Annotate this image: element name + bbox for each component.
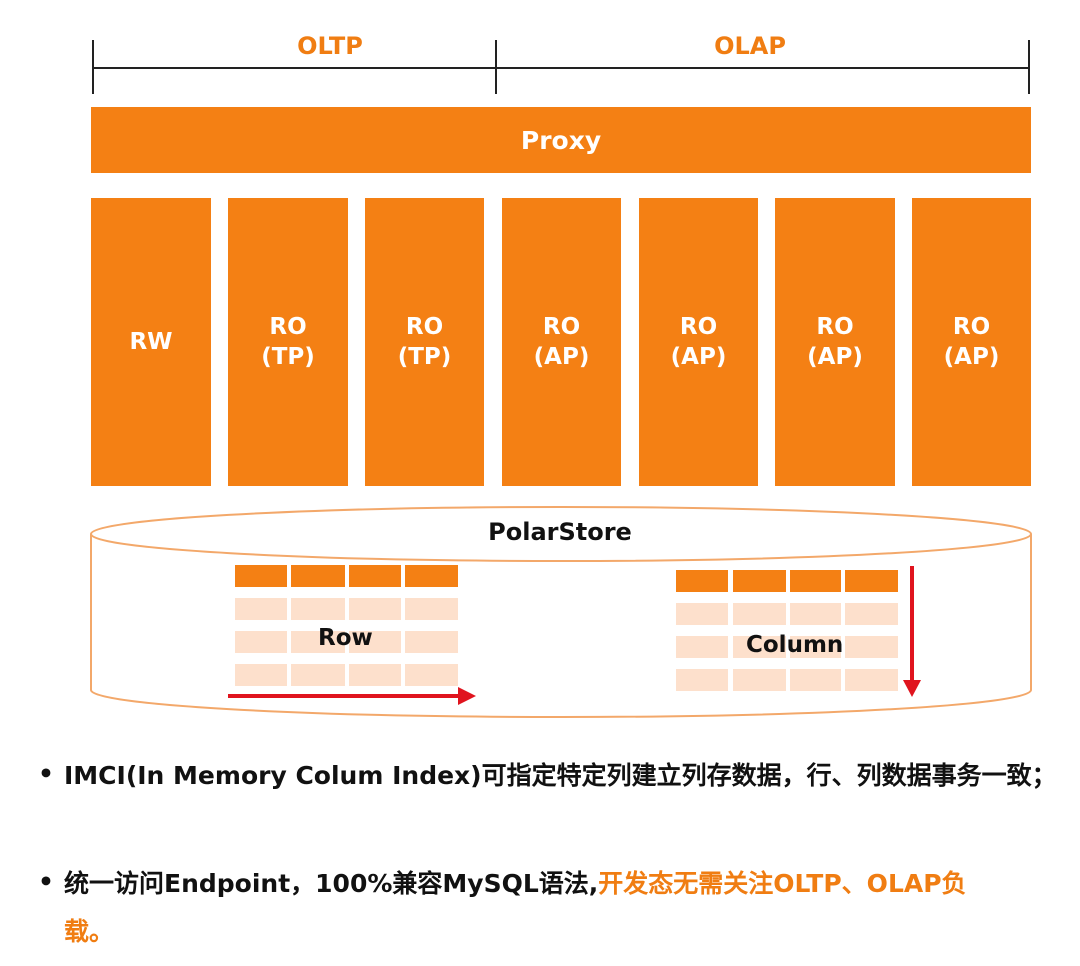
- node-ro-ap: RO (AP): [775, 198, 895, 486]
- row-table-cell: [349, 631, 401, 653]
- row-table-cell: [291, 598, 345, 620]
- node-ro-ap: RO (AP): [912, 198, 1031, 486]
- bullet-item: • 统一访问Endpoint，100%兼容MySQL语法,开发态无需关注OLTP…: [36, 860, 1046, 960]
- polarstore-title: PolarStore: [488, 518, 632, 546]
- bullet-mark: •: [38, 759, 54, 788]
- column-table-cell: [790, 636, 841, 658]
- row-table-header-cell: [235, 565, 287, 587]
- node-line2: (AP): [943, 344, 1000, 370]
- column-table-header-cell: [845, 570, 898, 592]
- column-table-cell: [676, 603, 728, 625]
- node-line1: RO: [816, 314, 854, 340]
- column-table-cell: [790, 603, 841, 625]
- column-table-cell: [733, 603, 786, 625]
- row-label: Row: [318, 625, 373, 651]
- row-table-cell: [405, 664, 458, 686]
- bullet-text-main: 统一访问Endpoint，100%兼容MySQL语法,: [64, 869, 599, 898]
- node-line1: RO: [542, 314, 581, 340]
- column-table-cell: [733, 669, 786, 691]
- row-table-cell: [235, 598, 287, 620]
- bullet-text-main: IMCI(In Memory Colum Index)可指定特定列建立列存数据，…: [64, 761, 1057, 790]
- node-rw: RW: [91, 198, 211, 486]
- column-table-cell: [733, 636, 786, 658]
- node-line1: RO: [952, 314, 991, 340]
- row-table-header-cell: [291, 565, 345, 587]
- bracket-line: [92, 67, 1030, 69]
- row-table-cell: [405, 598, 458, 620]
- row-table-cell: [405, 631, 458, 653]
- node-ro-tp: RO (TP): [228, 198, 348, 486]
- node-line2: (TP): [397, 344, 452, 370]
- column-table-cell: [845, 669, 898, 691]
- node-line1: RW: [129, 329, 173, 355]
- node-line2: (AP): [807, 344, 863, 370]
- column-direction-arrow: [903, 566, 921, 697]
- row-table-cell: [235, 631, 287, 653]
- column-label: Column: [746, 632, 844, 658]
- column-table-cell: [790, 669, 841, 691]
- row-table-cell: [349, 664, 401, 686]
- node-line1: RO: [679, 314, 718, 340]
- row-table-cell: [235, 664, 287, 686]
- row-table-cell: [291, 631, 345, 653]
- bullet-text: 统一访问Endpoint，100%兼容MySQL语法,开发态无需关注OLTP、O…: [64, 860, 1004, 956]
- node-line2: (TP): [261, 344, 315, 370]
- cylinder-top: [90, 506, 1032, 562]
- column-table-header-cell: [676, 570, 728, 592]
- node-ro-ap: RO (AP): [639, 198, 758, 486]
- olap-label: OLAP: [714, 32, 786, 60]
- bullet-text: IMCI(In Memory Colum Index)可指定特定列建立列存数据，…: [64, 752, 1064, 800]
- node-line1: RO: [405, 314, 444, 340]
- node-ro-ap: RO (AP): [502, 198, 621, 486]
- row-table-cell: [291, 664, 345, 686]
- row-table-header-cell: [405, 565, 458, 587]
- node-ro-tp: RO (TP): [365, 198, 484, 486]
- node-line2: (AP): [533, 344, 590, 370]
- column-table-header-cell: [733, 570, 786, 592]
- bullet-text-accent: 开发态无需关注OLTP、OLAP负载。: [64, 869, 967, 946]
- row-table-header-cell: [349, 565, 401, 587]
- column-table-cell: [676, 636, 728, 658]
- column-table-cell: [845, 603, 898, 625]
- oltp-label: OLTP: [297, 32, 363, 60]
- column-table-cell: [676, 669, 728, 691]
- node-line1: RO: [269, 314, 307, 340]
- column-table: [676, 570, 898, 691]
- column-table-cell: [845, 636, 898, 658]
- bullet-mark: •: [38, 867, 54, 896]
- proxy-label: Proxy: [520, 125, 602, 155]
- column-table-header-cell: [790, 570, 841, 592]
- row-direction-arrow: [228, 687, 476, 705]
- proxy-bar: Proxy: [91, 107, 1031, 173]
- node-line2: (AP): [670, 344, 727, 370]
- row-table: [235, 565, 458, 686]
- row-table-cell: [349, 598, 401, 620]
- bullet-item: • IMCI(In Memory Colum Index)可指定特定列建立列存数…: [36, 752, 1057, 848]
